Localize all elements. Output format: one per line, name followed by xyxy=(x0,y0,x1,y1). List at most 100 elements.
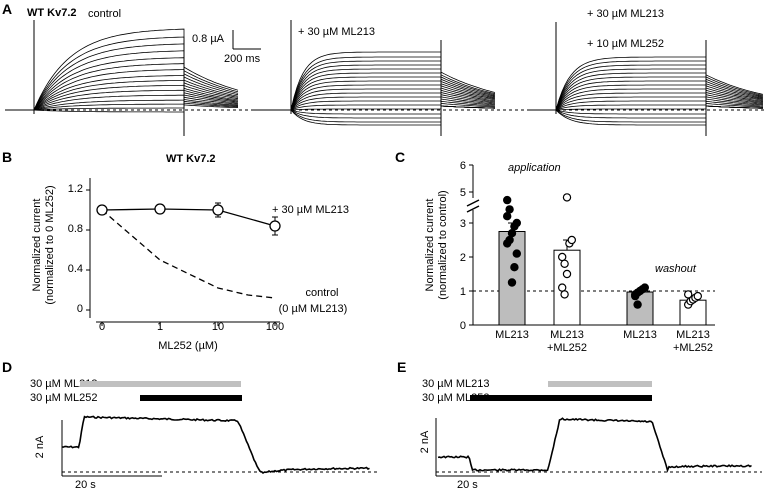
panel-a-scale-time: 200 ms xyxy=(224,53,261,65)
panel-a-trace-2-12 xyxy=(555,100,764,111)
panel-a-trace-1-13 xyxy=(290,100,496,111)
panel-c-washout-note: washout xyxy=(655,263,697,275)
panel-c-ylabel-1: Normalized current xyxy=(424,199,436,292)
panel-b-ytick-1: 0.4 xyxy=(68,263,83,275)
panel-c-ytick-1: 1 xyxy=(460,286,466,298)
panel-c-bar-label-3: ML213 xyxy=(623,329,657,341)
panel-a-trace-1-2 xyxy=(290,60,496,111)
panel-c-ytick-5: 5 xyxy=(460,187,466,199)
panel-b-label: B xyxy=(2,149,12,165)
panel-d-scale-time: 20 s xyxy=(75,479,96,490)
panel-c-point-0-6 xyxy=(505,205,514,214)
panel-a-trace-0-3 xyxy=(33,50,239,111)
panel-a-trace-1-18 xyxy=(290,105,496,126)
panel-c-point-0-1 xyxy=(505,235,514,245)
panel-e-ml252-bar xyxy=(470,395,652,401)
panel-b-ytick-3: 1.2 xyxy=(68,183,83,195)
panel-a-control-label: control xyxy=(88,8,121,20)
panel-c-label: C xyxy=(395,149,405,165)
panel-c-point-0-4 xyxy=(512,218,522,228)
panel-c-bars xyxy=(498,193,707,326)
panel-e-ml213-bar xyxy=(548,381,652,387)
panel-b-ml213-point-2 xyxy=(212,204,224,216)
panel-a-trace-2-1 xyxy=(555,60,764,111)
panel-a-ml213-ml252-label-1: + 30 µM ML213 xyxy=(587,8,664,20)
panel-b-ml213-point-3 xyxy=(269,220,281,232)
panel-a-trace-1-6 xyxy=(290,76,496,111)
panel-b-control-series-label-1: control xyxy=(305,287,338,299)
panel-c-ytick-3: 3 xyxy=(460,218,466,230)
panel-e-label: E xyxy=(397,359,406,375)
panel-a-trace-2-9 xyxy=(555,92,764,111)
panel-b-ml213-line xyxy=(101,208,276,227)
panel-c-point-2-4 xyxy=(640,283,650,292)
panel-b-ytick-2: 0.8 xyxy=(68,223,83,235)
panel-c-axis-break-2 xyxy=(466,199,480,207)
panel-a-trace-1-16 xyxy=(290,105,496,119)
panel-b-xtick-1: 1 xyxy=(157,321,163,333)
panel-a-trace-2-15 xyxy=(555,105,763,119)
panel-a-trace-0-10 xyxy=(33,89,239,111)
panel-b-ylabel-1: Normalized current xyxy=(31,199,43,292)
panel-c-point-1-5 xyxy=(558,283,567,292)
panel-c-point-1-0 xyxy=(558,252,567,262)
panel-c-ytick-6: 6 xyxy=(460,160,466,172)
panel-c-axis-break-1 xyxy=(466,205,480,213)
panel-a-trace-0-12 xyxy=(33,99,239,111)
panel-b-series xyxy=(96,202,281,299)
panel-a-trace-2-11 xyxy=(555,98,764,111)
panel-d-ml213-bar xyxy=(80,381,241,387)
panel-a-trace-1-10 xyxy=(290,92,496,111)
panel-b-ml213-point-0 xyxy=(96,204,108,216)
panel-a-trace-0-8 xyxy=(33,80,239,111)
panel-b-ytick-0: 0 xyxy=(77,303,83,315)
panel-a-trace-1-1 xyxy=(290,56,496,111)
panel-b-control-series-label-2: (0 µM ML213) xyxy=(279,303,348,315)
panel-b-xlabel: ML252 (µM) xyxy=(158,340,218,352)
panel-a-trace-2-2 xyxy=(555,64,764,111)
panel-a-trace-0-0 xyxy=(33,28,239,111)
panel-d-label: D xyxy=(2,359,12,375)
panel-c-bar-label-2b: +ML252 xyxy=(547,342,587,354)
panel-b-xtick-0: 0 xyxy=(99,321,105,333)
panel-c-point-0-8 xyxy=(510,263,519,272)
panel-b-ticks xyxy=(86,189,276,326)
panel-a-ml213-label: + 30 µM ML213 xyxy=(298,26,375,38)
panel-a-trace-0-4 xyxy=(33,57,239,111)
panel-a-trace-2-8 xyxy=(555,88,764,111)
panel-e-current-trace xyxy=(437,417,752,473)
panel-a-trace-2-13 xyxy=(555,103,764,111)
panel-e-scale-current: 2 nA xyxy=(419,430,431,453)
panel-a-trace-0-13 xyxy=(33,100,239,111)
panel-a-current-traces xyxy=(5,20,764,136)
panel-b-ml213-point-1 xyxy=(154,203,166,215)
panel-c-point-0-10 xyxy=(503,195,512,205)
panel-c-bar-label-4b: +ML252 xyxy=(673,342,713,354)
panel-c-point-0-5 xyxy=(503,211,512,221)
panel-c-point-2-6 xyxy=(633,300,642,309)
panel-b-xtick-2: 10 xyxy=(212,321,224,333)
panel-c-ytick-0: 0 xyxy=(460,320,466,332)
panel-e-scale-time: 20 s xyxy=(457,479,478,490)
panel-a-trace-2-5 xyxy=(555,76,764,111)
panel-a-label: A xyxy=(2,1,12,17)
panel-a-trace-0-1 xyxy=(33,36,239,111)
panel-a-trace-1-3 xyxy=(290,64,496,111)
panel-c-bar-label-4a: ML213 xyxy=(676,329,710,341)
panel-a-title: WT Kv7.2 xyxy=(27,7,77,19)
panel-a-trace-1-11 xyxy=(290,96,496,111)
panel-a-trace-2-7 xyxy=(555,84,764,111)
panel-a-trace-1-12 xyxy=(290,98,496,111)
panel-a-scale-current: 0.8 µA xyxy=(192,33,225,45)
panel-a-trace-0-14 xyxy=(33,102,239,111)
panel-c-bar-label-2a: ML213 xyxy=(550,329,584,341)
panel-a-trace-0-6 xyxy=(33,69,239,111)
panel-a-trace-1-4 xyxy=(290,68,496,111)
panel-c-point-1-7 xyxy=(562,193,572,202)
panel-a-trace-0-2 xyxy=(33,43,239,111)
panel-a-trace-1-0 xyxy=(290,51,496,111)
panel-a-trace-2-10 xyxy=(555,96,764,111)
panel-c-point-0-2 xyxy=(507,228,517,238)
panel-a-trace-0-15 xyxy=(33,104,239,113)
